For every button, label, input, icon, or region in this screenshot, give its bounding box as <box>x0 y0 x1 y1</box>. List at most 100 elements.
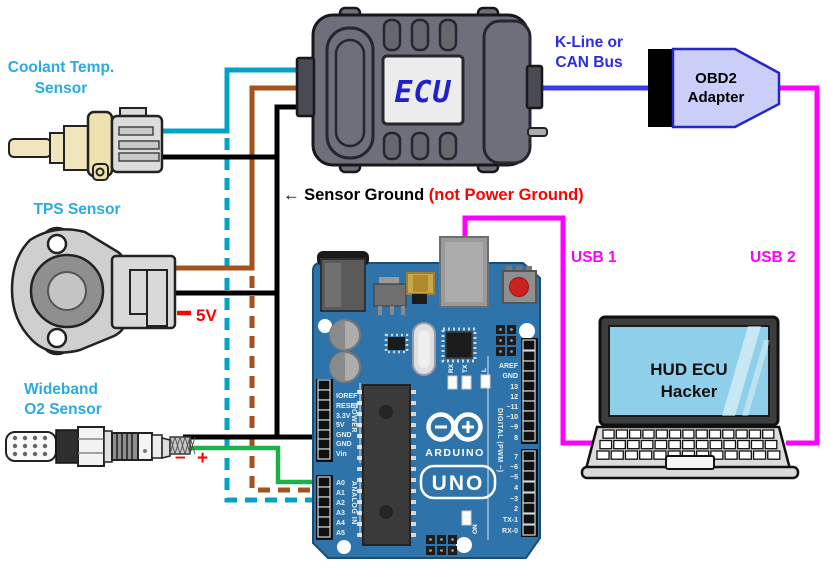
small-ic <box>388 337 405 350</box>
mount-hole <box>318 319 332 333</box>
laptop-touchpad <box>665 455 715 470</box>
keyboard-key <box>752 450 767 460</box>
usb-connector-inner <box>445 242 483 302</box>
keyboard-key <box>735 429 748 439</box>
mesh-line <box>174 436 181 455</box>
keyboard-key <box>642 429 655 439</box>
mount-hole <box>456 537 472 553</box>
pin <box>317 448 331 460</box>
dip-leg <box>409 522 416 526</box>
mesh-line <box>189 436 196 455</box>
keyboard-key <box>610 450 624 460</box>
o2-label-line1: Wideband <box>24 381 98 398</box>
pin-label: A1 <box>336 490 345 497</box>
keyboard-key <box>615 429 629 439</box>
coolant-connector-slot <box>118 126 154 136</box>
pin <box>522 420 536 432</box>
power-header-title: POWER <box>350 404 357 433</box>
5v-label: 5V <box>196 306 217 325</box>
reset-button <box>509 277 529 297</box>
small-ic-legs <box>384 333 409 354</box>
ecu-rib <box>438 131 458 161</box>
coolant-nub-hole <box>95 167 105 177</box>
keyboard-key <box>639 450 653 460</box>
o2-rib-lines <box>116 434 133 459</box>
keyboard-key <box>613 439 626 450</box>
keyboard-key <box>762 429 775 439</box>
on-led-label: ON <box>472 524 479 534</box>
ecu-rib <box>410 18 430 52</box>
pin <box>317 379 331 391</box>
pin <box>522 390 536 402</box>
coolant-body <box>63 125 89 171</box>
icsp-pin-dot <box>499 350 502 353</box>
wires <box>158 67 820 503</box>
pin-label: ~11 <box>507 404 519 411</box>
pin-label: GND <box>336 441 352 448</box>
pin-label: ~5 <box>510 474 518 481</box>
mesh-line <box>179 436 186 455</box>
keyboard-key <box>654 439 668 450</box>
keyboard-key <box>695 439 709 450</box>
tps-mount-hole <box>46 327 68 349</box>
coolant-label-line2: Sensor <box>35 80 88 97</box>
dip-leg <box>409 500 416 504</box>
coolant-label-line1: Coolant Temp. <box>8 59 115 76</box>
ecu-rib <box>382 131 402 161</box>
o2-tip-hole <box>32 443 38 449</box>
ecu-right-cover <box>482 19 532 165</box>
ecu-right-connector <box>525 64 544 110</box>
reset-button-tab <box>516 266 522 273</box>
pin-label: A4 <box>336 520 345 527</box>
tps-label: TPS Sensor <box>34 201 121 218</box>
tps-connector-inner <box>146 269 168 327</box>
o2-taper <box>161 437 171 459</box>
icsp-pin-dot <box>510 328 513 331</box>
barrel-jack-highlight <box>325 263 341 307</box>
o2-cylinder <box>137 432 153 461</box>
main-ic-legs <box>441 327 477 363</box>
ecu-screen <box>381 54 465 126</box>
pin <box>317 516 331 528</box>
transistor <box>412 294 427 304</box>
icsp-pin-dot <box>451 538 454 541</box>
o2-tip-hole <box>22 435 28 441</box>
laptop-screen-glare <box>722 326 761 416</box>
ecu-gasket-inner <box>334 38 366 148</box>
dip-leg <box>409 445 416 449</box>
pin-label: TX-1 <box>503 517 518 524</box>
keyboard-key <box>628 429 642 439</box>
o2-tip-hole <box>32 451 38 457</box>
pin <box>317 526 331 538</box>
laptop-screen-glare <box>742 340 770 416</box>
o2-tip-hole <box>42 443 48 449</box>
pin <box>317 399 331 411</box>
pin-label: Vin <box>336 451 347 458</box>
pin-label: IOREF <box>336 393 358 400</box>
ecu-rib <box>410 131 430 161</box>
ecu-left-connector <box>295 56 316 118</box>
pin-label: 8 <box>514 435 518 442</box>
o2-mesh-hatch <box>169 436 196 455</box>
l-led <box>480 374 491 389</box>
tps-connector <box>110 254 177 330</box>
tps-mount-hole <box>46 233 68 255</box>
keyboard-key <box>624 450 639 460</box>
pin-label: 5V <box>336 422 345 429</box>
pin <box>317 389 331 401</box>
dip-leg <box>409 456 416 460</box>
o2-ring <box>103 430 113 463</box>
pin-label: RX-0 <box>502 528 518 535</box>
rx-led <box>447 375 458 390</box>
o2-tip-holes <box>12 435 48 457</box>
reset-button-tab <box>506 266 512 273</box>
pin <box>522 513 536 525</box>
arduino-uno-board: RX TX L ON ARDUINO UNO IOREF RESET 3.3V … <box>312 236 541 559</box>
digital-header-title: DIGITAL (PWM ~) <box>496 408 503 473</box>
coolant-connector-slot <box>118 140 160 150</box>
icsp-pin-dot <box>429 538 432 541</box>
pin <box>522 410 536 422</box>
pin-label: ~3 <box>510 496 518 503</box>
obd2-plug <box>648 49 673 127</box>
